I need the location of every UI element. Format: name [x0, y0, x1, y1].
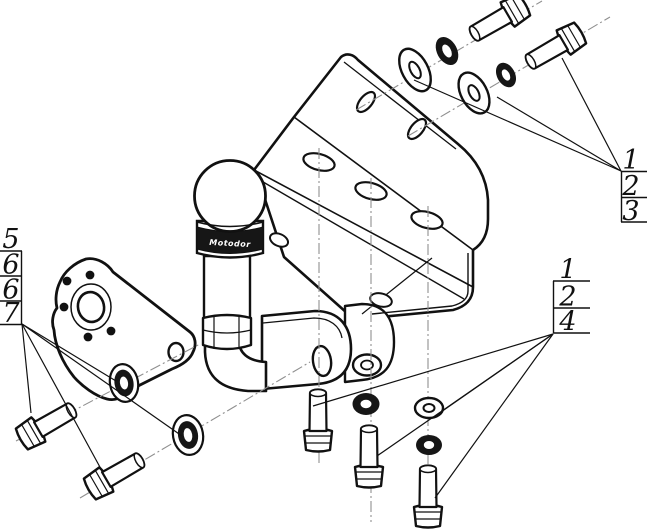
callout-number: 1 [622, 145, 639, 176]
spring-washer [416, 435, 442, 455]
washer-with-spring [171, 414, 205, 456]
plate-small-hole [106, 326, 116, 336]
flange-edge-inner [343, 61, 457, 150]
hex-bolt [463, 0, 534, 49]
callout-mid-right: 1 2 4 [552, 255, 590, 338]
ball-mount-hole [311, 344, 333, 378]
callout-number: 6 [2, 275, 19, 306]
leader-line [21, 323, 117, 382]
flat-washer [398, 47, 432, 93]
hex-bolt [353, 424, 385, 489]
hex-bolt [12, 395, 83, 454]
callout-number: 2 [621, 171, 639, 202]
plate-arm-hole [167, 341, 185, 363]
tow-ball [193, 159, 267, 233]
hex-bolt [302, 388, 334, 453]
fold-line-top [293, 116, 474, 251]
spring-washer [435, 36, 459, 66]
flat-washer [457, 71, 491, 115]
hardware-bottom-left [12, 363, 205, 504]
callout-number: 5 [2, 224, 19, 255]
callout-number: 7 [2, 298, 20, 329]
plate-small-hole [85, 270, 95, 280]
bracket-slot [410, 210, 444, 230]
leader-line [312, 333, 554, 407]
lip-hole [369, 292, 393, 308]
plate-small-hole [59, 302, 69, 312]
callout-number: 1 [559, 255, 576, 286]
callout-number: 4 [558, 307, 576, 338]
leader-line [413, 79, 622, 172]
leader-line [440, 333, 554, 413]
plate-center-boss [70, 283, 112, 331]
ball-shank [203, 339, 268, 393]
spring-washer [495, 62, 517, 88]
hex-bolt [412, 464, 444, 529]
callout-top-right: 1 2 3 [620, 145, 647, 227]
collar-chamfer-line [202, 329, 252, 334]
ball-brand-text: Motodor [209, 238, 251, 249]
flange-hole [406, 117, 428, 141]
hardware-top-right [398, 0, 590, 115]
rear-lug-hole-inner [360, 359, 374, 371]
leader-line [21, 323, 102, 470]
leader-line [496, 96, 622, 172]
tow-ball-assembly: Motodor [193, 159, 353, 393]
plate-small-hole [62, 276, 72, 286]
callout-number: 2 [558, 282, 576, 313]
hardware-bottom-center [302, 388, 445, 529]
fold-line-mid [253, 169, 474, 288]
bracket-slot [354, 181, 388, 201]
ball-base-line [196, 221, 264, 228]
plate-center-hole [76, 290, 106, 324]
ball-mount-plate [260, 309, 353, 391]
plate-small-hole [83, 332, 93, 342]
leader-line [434, 333, 554, 499]
leader-line [561, 57, 622, 172]
ball-neck [202, 254, 252, 321]
lip-hole [268, 232, 290, 248]
callout-number: 3 [622, 196, 639, 227]
ball-mount-plate-edge [262, 317, 343, 339]
hex-bolt [80, 445, 151, 504]
fold-line-lower [257, 178, 465, 300]
right-fold-inner [371, 253, 469, 315]
spring-washer [352, 393, 380, 415]
callout-left: 5 6 6 7 [0, 224, 23, 329]
hex-bolt [519, 18, 590, 77]
flat-washer [413, 396, 445, 420]
callout-number: 6 [2, 250, 19, 281]
leader-line [21, 323, 32, 414]
leader-line [21, 323, 183, 437]
leader-lines [21, 57, 622, 499]
washer-with-spring [108, 363, 140, 403]
